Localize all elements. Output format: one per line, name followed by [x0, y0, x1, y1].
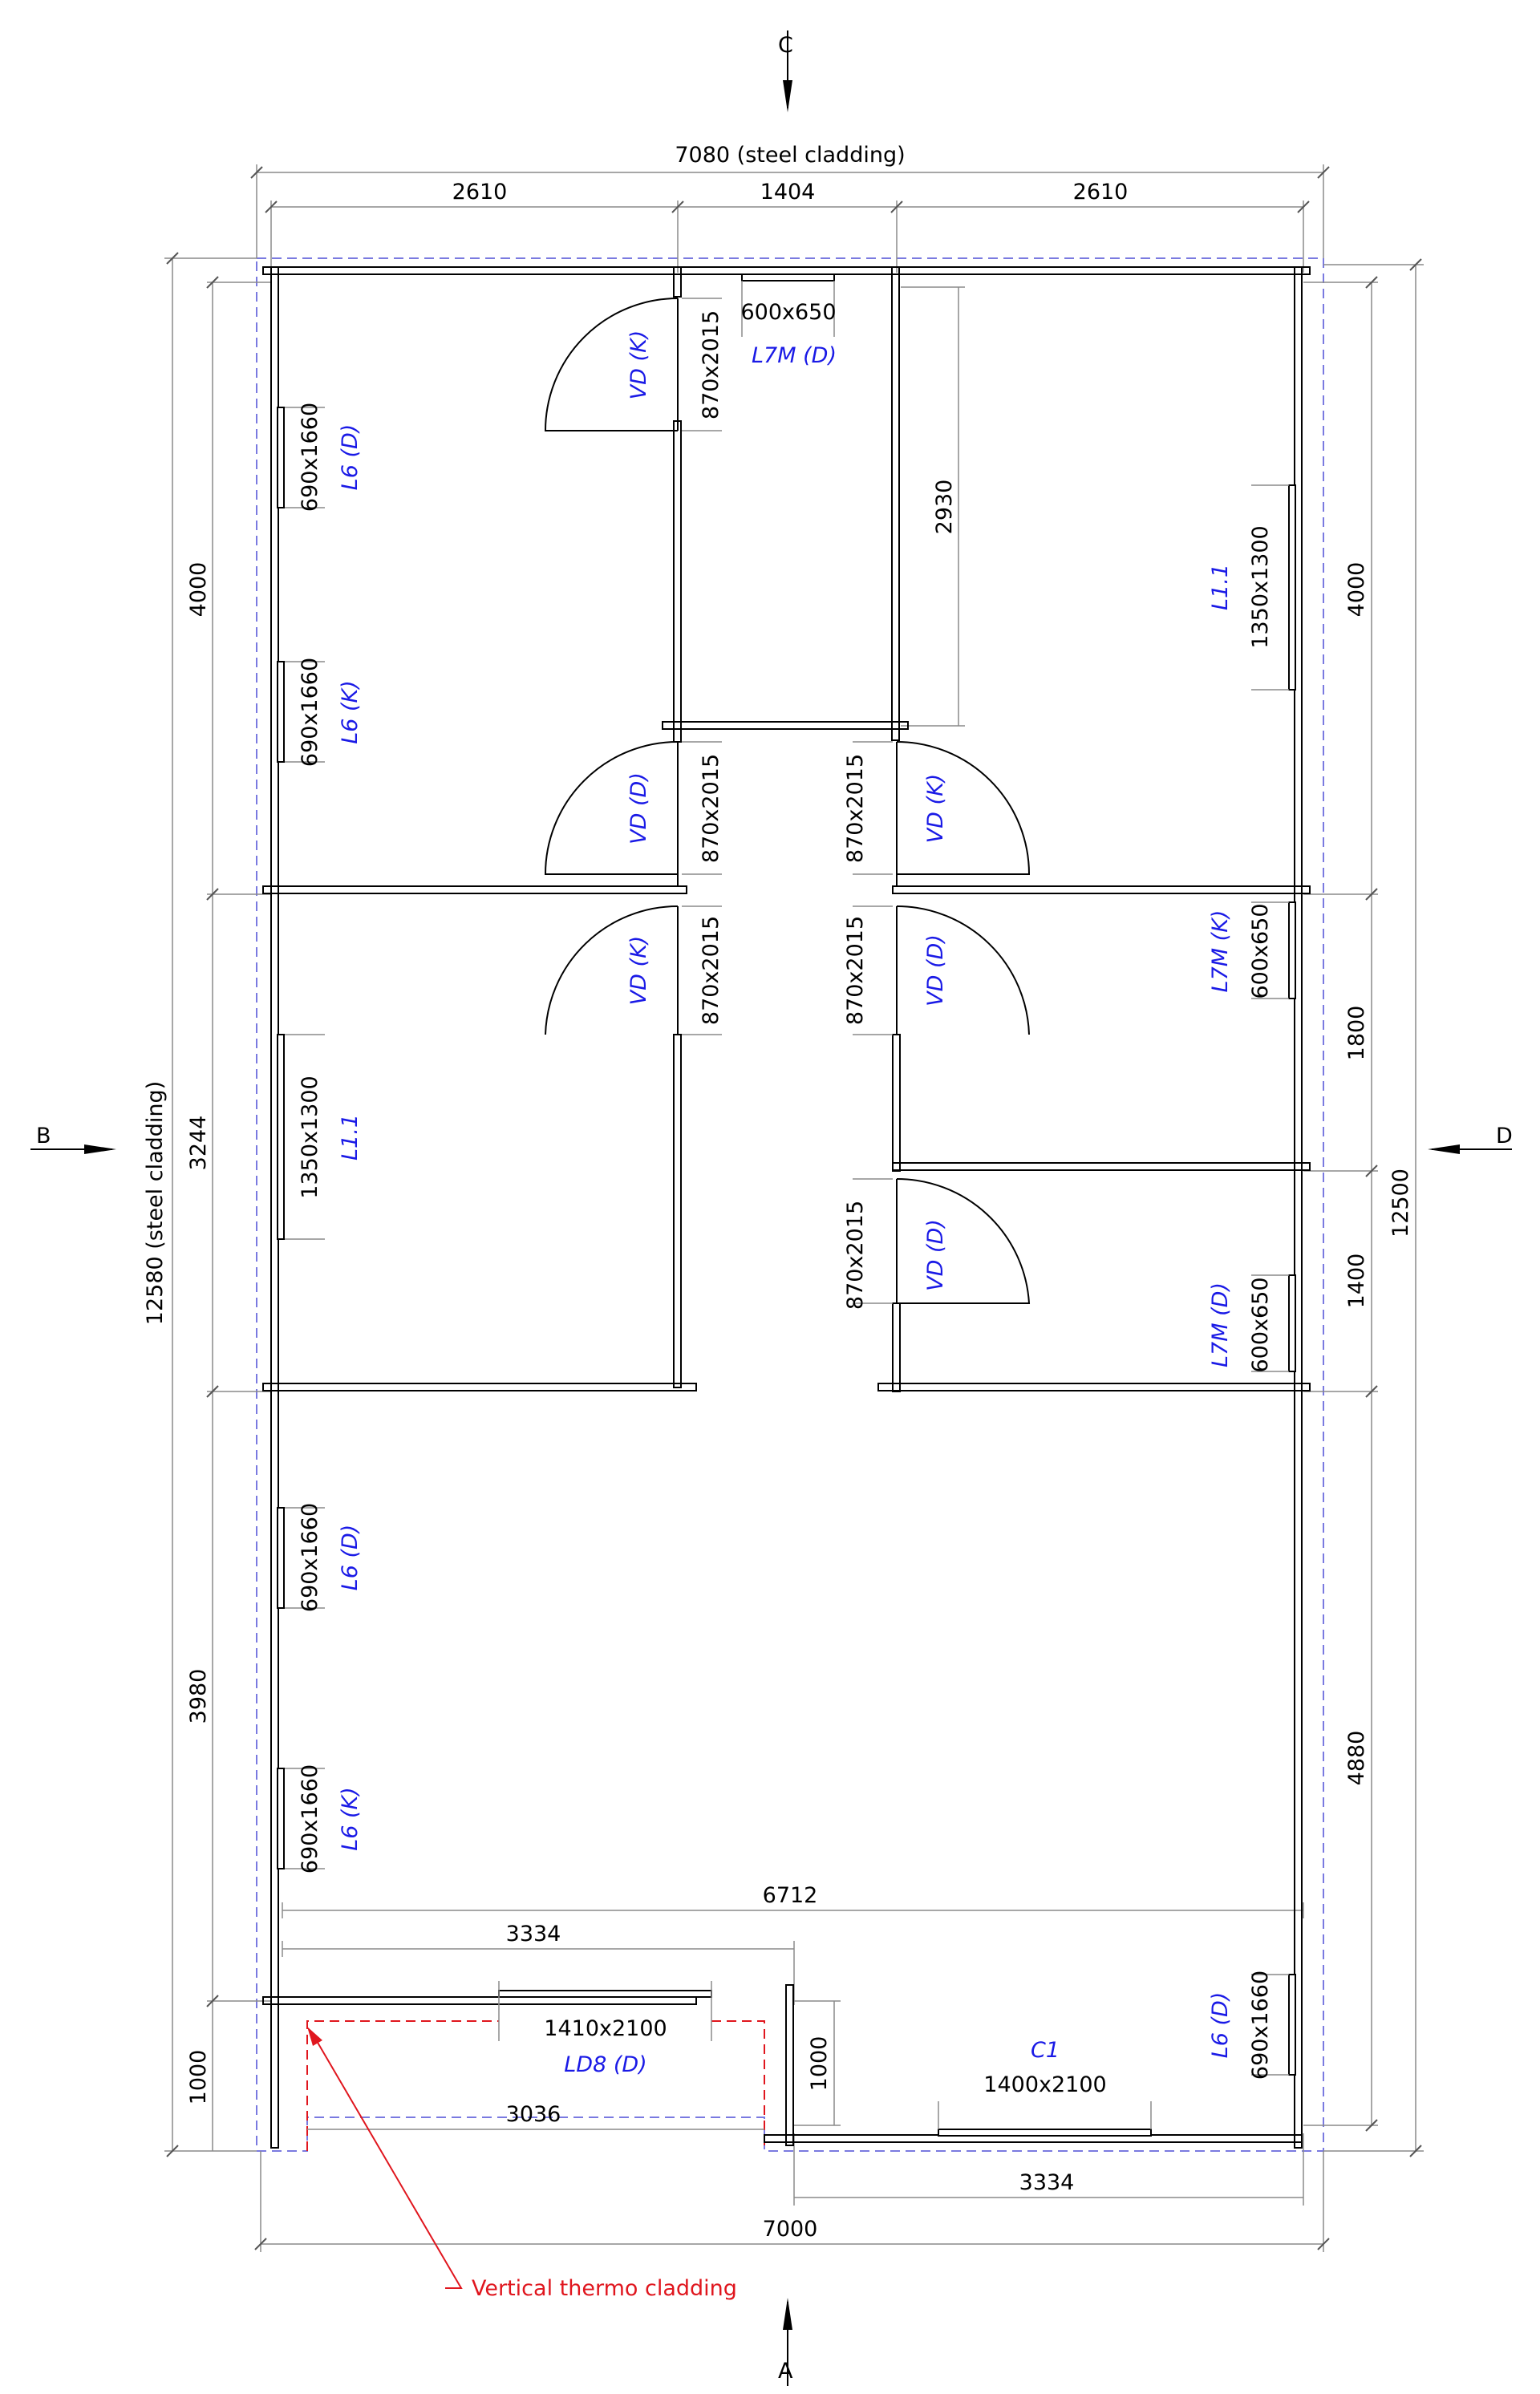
dim-left-4: 1000 — [186, 2050, 211, 2105]
dim-3334-bottom: 3334 — [1019, 2170, 1075, 2195]
steel-cladding-outline — [256, 257, 1324, 2152]
section-labels: C A B D — [36, 33, 1513, 2384]
opening-code-label: L1.1 — [338, 1114, 363, 1161]
dim-right-2: 1800 — [1344, 1006, 1369, 1061]
opening-size-label: 600x650 — [740, 300, 836, 325]
windows — [277, 273, 1296, 2137]
right-dimensions: 12500 4000 1800 1400 4880 — [1344, 562, 1413, 1786]
dim-6712: 6712 — [763, 1883, 818, 1908]
section-arrows — [30, 30, 1512, 2386]
dim-right-overall: 12500 — [1388, 1169, 1413, 1238]
opening-size-label: 870x2015 — [699, 310, 723, 419]
opening-code-label: L7M (D) — [752, 343, 837, 368]
dim-overall-width: 7080 (steel cladding) — [675, 143, 905, 168]
opening-code-label: L1.1 — [1208, 564, 1233, 610]
opening-size-label: 870x2015 — [843, 1201, 868, 1310]
inner-dimensions: 2930 6712 3334 3036 1000 3334 7000 — [506, 480, 1075, 2242]
section-label-c: C — [778, 33, 793, 58]
dim-7000: 7000 — [763, 2217, 818, 2242]
dim-left-2: 3244 — [186, 1116, 211, 1171]
dim-3036: 3036 — [506, 2102, 561, 2127]
opening-code-label: VD (D) — [923, 934, 948, 1007]
dim-1000-inner: 1000 — [807, 2036, 832, 2092]
opening-size-label: 870x2015 — [699, 754, 723, 863]
opening-leaders — [285, 281, 1289, 2129]
walls — [262, 266, 1311, 2149]
dim-right-3: 1400 — [1344, 1254, 1369, 1309]
opening-code-label: L6 (D) — [338, 424, 363, 491]
dim-overall-height: 12580 (steel cladding) — [143, 1081, 168, 1325]
section-label-d: D — [1496, 1124, 1513, 1148]
dim-left-1: 4000 — [186, 562, 211, 618]
section-label-b: B — [36, 1124, 51, 1148]
thermo-callout-leader — [307, 2027, 463, 2289]
opening-size-label: 690x1660 — [298, 658, 322, 767]
section-label-a: A — [778, 2359, 793, 2384]
dim-top-mid: 1404 — [760, 180, 816, 205]
opening-code-label: L6 (D) — [338, 1525, 363, 1591]
opening-size-label: 1350x1300 — [298, 1075, 322, 1198]
opening-size-label: 870x2015 — [843, 916, 868, 1025]
opening-size-label: 1410x2100 — [544, 2016, 667, 2041]
opening-size-label: 600x650 — [1248, 1277, 1273, 1372]
opening-size-label: 690x1660 — [298, 1503, 322, 1612]
dim-left-3: 3980 — [186, 1669, 211, 1724]
opening-code-label: L6 (D) — [1208, 1992, 1233, 2059]
opening-code-label: VD (K) — [626, 936, 651, 1006]
opening-code-label: L7M (D) — [1208, 1282, 1233, 1367]
dimension-ticks — [166, 166, 1422, 2250]
dim-corridor-2930: 2930 — [932, 480, 957, 535]
opening-size-label: 600x650 — [1248, 903, 1273, 999]
opening-code-label: L6 (K) — [338, 1787, 363, 1851]
opening-size-label: 690x1660 — [298, 1764, 322, 1873]
opening-size-label: 870x2015 — [699, 916, 723, 1025]
dim-3334-top: 3334 — [506, 1922, 561, 1946]
opening-size-label: 1350x1300 — [1248, 525, 1273, 648]
opening-code-label: VD (D) — [626, 772, 651, 845]
opening-code-label: VD (D) — [923, 1219, 948, 1291]
opening-labels: 600x650 L7M (D) 870x2015 VD (K) 690x1660… — [298, 300, 1273, 2097]
opening-code-label: VD (K) — [626, 330, 651, 400]
left-dimensions: 12580 (steel cladding) 4000 3244 3980 10… — [143, 562, 211, 2105]
opening-code-label: L6 (K) — [338, 680, 363, 744]
opening-size-label: 870x2015 — [843, 754, 868, 863]
dim-right-4: 4880 — [1344, 1731, 1369, 1786]
thermo-cladding-outline — [306, 2020, 765, 2151]
dimension-lines — [164, 164, 1424, 2252]
opening-code-label: VD (K) — [923, 774, 948, 844]
door-swings — [544, 298, 1031, 1304]
opening-code-label: LD8 (D) — [564, 2052, 646, 2077]
opening-size-label: 1400x2100 — [983, 2072, 1106, 2097]
opening-size-label: 690x1660 — [298, 403, 322, 512]
thermo-cladding-callout: Vertical thermo cladding — [472, 2276, 737, 2301]
opening-code-label: L7M (K) — [1208, 910, 1233, 993]
dim-top-left: 2610 — [452, 180, 508, 205]
opening-code-label: C1 — [1031, 2038, 1060, 2063]
top-dimensions: 7080 (steel cladding) 2610 1404 2610 — [452, 143, 1129, 205]
dim-top-right: 2610 — [1073, 180, 1129, 205]
opening-size-label: 690x1660 — [1248, 1971, 1273, 2080]
dim-right-1: 4000 — [1344, 562, 1369, 618]
